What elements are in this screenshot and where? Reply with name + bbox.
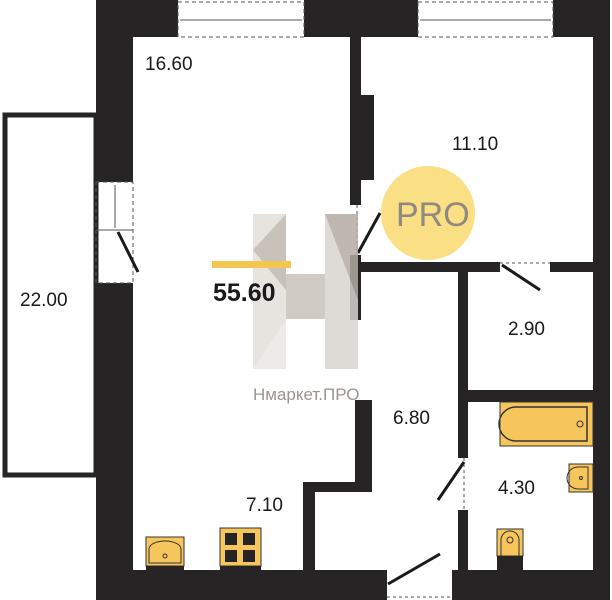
windows — [95, 1, 554, 284]
accent-bar — [212, 261, 291, 268]
room-area-hallway: 6.80 — [393, 408, 430, 429]
pro-badge-text: PRO — [396, 196, 470, 234]
stove-icon — [219, 527, 262, 570]
room-area-kitchen: 7.10 — [246, 495, 283, 516]
watermark-text: Нмаркет.ПРО — [253, 385, 359, 404]
room-area-balcony: 22.00 — [20, 290, 68, 311]
room-area-storage: 2.90 — [508, 319, 545, 340]
bathroom-sink-icon — [566, 463, 594, 493]
balcony-outline — [2, 112, 99, 478]
pro-badge — [381, 166, 475, 260]
toilet-icon — [496, 528, 524, 570]
watermark-logo — [253, 214, 358, 369]
room-area-living: 16.60 — [145, 54, 193, 75]
kitchen-sink-icon — [145, 536, 185, 570]
total-area: 55.60 — [213, 279, 276, 307]
room-area-bathroom: 4.30 — [498, 478, 535, 499]
doors — [116, 212, 541, 586]
room-area-bedroom: 11.10 — [452, 134, 498, 155]
walls — [96, 0, 610, 600]
bathtub-icon — [498, 401, 594, 447]
